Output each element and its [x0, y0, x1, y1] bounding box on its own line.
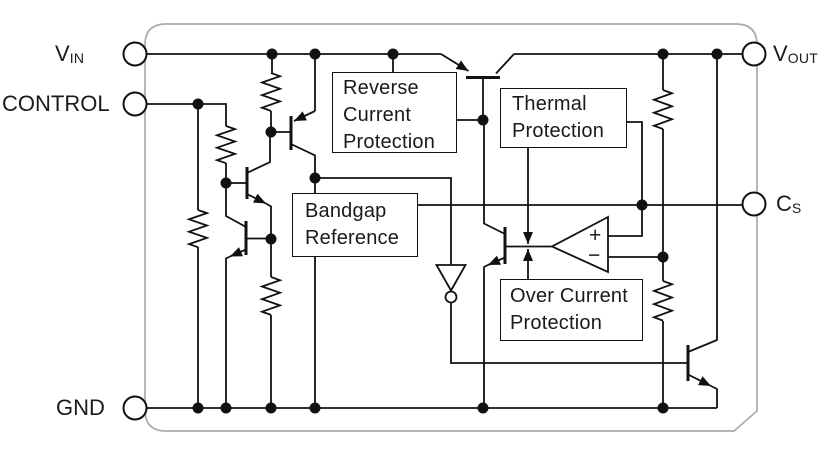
package-outline	[144, 23, 758, 432]
comparator-plus-wire	[608, 205, 643, 237]
resistor-control-pulldown	[186, 209, 210, 249]
resistor-bias-lower	[259, 276, 283, 316]
comparator-plus-sign: +	[589, 224, 602, 247]
pin-label-gnd-main: GND	[56, 395, 105, 420]
transistor-q2-pnp	[271, 54, 316, 178]
block-bandgap-reference: Bandgap Reference	[292, 193, 418, 257]
transistor-q6-npn	[686, 54, 718, 408]
pin-label-gnd: GND	[56, 396, 105, 420]
thermal-output-right-wire	[627, 121, 643, 205]
pin-label-vout-sub: OUT	[787, 50, 819, 66]
pin-label-cs-sub: S	[791, 200, 802, 216]
control-wire	[146, 103, 227, 126]
block-over-current-protection: Over Current Protection	[500, 279, 643, 341]
pin-control-terminal	[122, 91, 148, 117]
block-reverse-current-protection: Reverse Current Protection	[332, 72, 457, 153]
pin-label-vout-main: V	[773, 41, 788, 66]
pin-label-vin: VIN	[55, 42, 84, 70]
pin-label-cs-main: C	[776, 191, 792, 216]
comparator-minus-sign: −	[588, 244, 601, 267]
pin-label-vin-main: V	[55, 41, 70, 66]
transistor-q3-npn	[225, 183, 271, 408]
transistor-q4-npn-driver	[483, 120, 507, 408]
error-amplifier-symbol	[549, 215, 609, 274]
resistor-vin-bias	[259, 72, 283, 112]
transistors	[225, 53, 718, 408]
pin-label-vout: VOUT	[773, 42, 818, 70]
resistors	[186, 72, 675, 322]
bandgap-to-inverter-wire	[315, 177, 452, 265]
resistor-feedback-upper	[651, 89, 675, 130]
inverter-symbol	[434, 264, 468, 304]
junction-dots	[192, 48, 723, 414]
pin-label-control-main: CONTROL	[2, 91, 110, 116]
pin-vout-terminal	[741, 41, 767, 67]
bias-branch	[270, 54, 273, 408]
pin-label-cs: CS	[776, 192, 802, 220]
resistor-feedback-lower	[651, 280, 675, 322]
transistor-q1-npn	[226, 132, 272, 239]
pin-gnd-terminal	[122, 395, 148, 421]
pin-label-control: CONTROL	[2, 92, 110, 116]
inverter-output-wire	[450, 303, 688, 364]
block-thermal-protection: Thermal Protection	[500, 88, 627, 148]
resistor-control-series	[214, 125, 238, 165]
pin-cs-terminal	[741, 191, 767, 217]
pin-terminals	[122, 41, 767, 421]
pin-vin-terminal	[122, 41, 148, 67]
transistor-q5-pnp-pass	[440, 53, 515, 120]
pin-label-vin-sub: IN	[69, 50, 85, 66]
